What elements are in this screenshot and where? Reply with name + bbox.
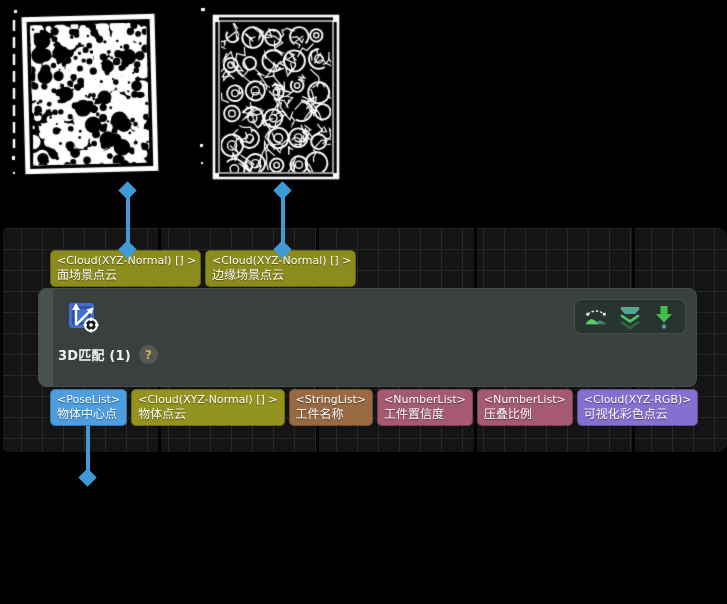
output-port-4[interactable]: <NumberList>压叠比例 (476, 389, 573, 426)
point-cloud-preview-icon (585, 309, 607, 324)
output-ports-row: <PoseList>物体中心点<Cloud(XYZ-Normal) [] >物体… (50, 389, 699, 426)
output-port-0[interactable]: <PoseList>物体中心点 (50, 389, 128, 426)
port-label: 边缘场景点云 (212, 268, 285, 282)
node-title: 3D匹配 (1) (58, 349, 131, 364)
node-3d-matching[interactable]: 3D匹配 (1) ? (38, 288, 697, 387)
output-port-2[interactable]: <StringList>工件名称 (288, 389, 374, 426)
input-port-0[interactable]: <Cloud(XYZ-Normal) [] >面场景点云 (50, 250, 201, 287)
port-label: 物体点云 (138, 407, 187, 421)
connection-diamond[interactable] (78, 468, 97, 487)
port-label: 物体中心点 (57, 407, 118, 421)
port-type: <Cloud(XYZ-Normal) [] > (57, 254, 197, 267)
output-port-3[interactable]: <NumberList>工件置信度 (377, 389, 473, 426)
port-type: <Cloud(XYZ-RGB)> (583, 393, 692, 406)
connection-line[interactable] (126, 194, 130, 246)
port-label: 面场景点云 (57, 268, 118, 282)
connection-line[interactable] (281, 194, 285, 246)
3d-matching-icon (69, 303, 99, 333)
point-cloud-preview-button[interactable] (584, 304, 608, 330)
port-type: <PoseList> (57, 393, 121, 406)
input-ports-row: <Cloud(XYZ-Normal) [] >面场景点云<Cloud(XYZ-N… (50, 250, 356, 287)
download-result-button[interactable] (652, 304, 676, 330)
port-type: <Cloud(XYZ-Normal) [] > (212, 254, 352, 267)
port-label: 工件名称 (295, 407, 344, 421)
connection-line[interactable] (86, 420, 90, 472)
port-type: <StringList> (295, 393, 367, 406)
port-label: 可视化彩色点云 (583, 407, 668, 421)
output-port-1[interactable]: <Cloud(XYZ-Normal) [] >物体点云 (131, 389, 285, 426)
output-port-5[interactable]: <Cloud(XYZ-RGB)>可视化彩色点云 (576, 389, 699, 426)
port-label: 压叠比例 (483, 407, 532, 421)
help-button[interactable]: ? (138, 345, 158, 364)
port-type: <NumberList> (483, 393, 566, 406)
port-type: <Cloud(XYZ-Normal) [] > (138, 393, 278, 406)
collapse-node-icon (620, 306, 640, 329)
surface-scene-cloud-image (6, 6, 170, 184)
port-type: <NumberList> (384, 393, 466, 406)
port-label: 工件置信度 (384, 407, 445, 421)
download-result-icon (656, 305, 672, 329)
collapse-node-button[interactable] (618, 304, 642, 330)
node-toolbar (574, 299, 686, 334)
edge-scene-cloud-image (198, 6, 350, 186)
